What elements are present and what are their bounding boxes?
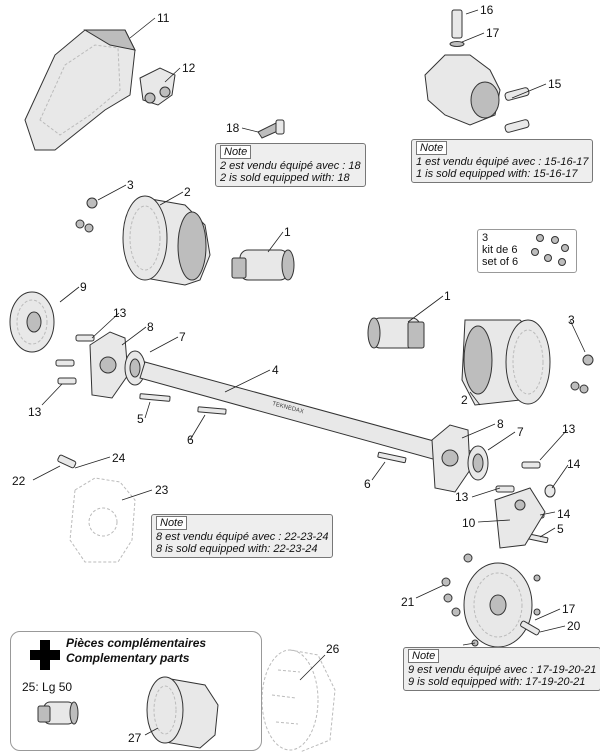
callout-11: 11 xyxy=(157,11,170,25)
part-rim-left xyxy=(122,195,211,286)
callout-6-right: 6 xyxy=(364,477,371,491)
part-bearing-holder-right xyxy=(431,424,489,493)
item-25-label: 25: Lg 50 xyxy=(22,680,73,694)
complementary-parts-box xyxy=(10,631,262,751)
part-nuts-right xyxy=(570,354,594,394)
callout-10: 10 xyxy=(462,516,476,530)
part-rim-right xyxy=(461,319,551,406)
callout-17-right: 17 xyxy=(562,602,576,616)
complementary-title-fr: Pièces complémentaires xyxy=(66,636,207,650)
part-hub-25 xyxy=(37,701,79,725)
callout-1-left: 1 xyxy=(284,225,291,239)
note-tag: Note xyxy=(416,141,448,155)
plus-icon xyxy=(30,640,60,670)
part-tyre-26 xyxy=(261,649,336,753)
part-kit-nuts xyxy=(531,234,569,266)
note-box-22: Note 8 est vendu équipé avec : 22-23-24 … xyxy=(151,514,334,558)
callout-12: 12 xyxy=(182,61,196,75)
callout-6-left: 6 xyxy=(187,433,194,447)
note-line-en: 8 is sold equipped with: 22-23-24 xyxy=(156,543,318,555)
callout-13-left-top: 13 xyxy=(113,306,127,320)
note-tag: Note xyxy=(408,649,440,663)
callout-7-left: 7 xyxy=(179,330,186,344)
leader-lines xyxy=(32,9,586,736)
complementary-title: Pièces complémentaires Complementary par… xyxy=(66,636,206,666)
note-box-18: Note 2 est vendu équipé avec : 18 2 is s… xyxy=(215,143,366,187)
kit-line-en: set of 6 xyxy=(482,256,519,268)
part-bearing-left xyxy=(124,350,146,386)
part-bracket xyxy=(139,67,176,106)
callout-2-left: 2 xyxy=(184,185,191,199)
callout-13-right-bottom: 13 xyxy=(455,490,469,504)
kit-line-fr: kit de 6 xyxy=(482,244,518,256)
callout-13-left-bottom: 13 xyxy=(28,405,42,419)
part-bolts-left xyxy=(55,334,95,385)
note-line-en: 1 is sold equipped with: 15-16-17 xyxy=(416,168,578,180)
callout-21: 21 xyxy=(401,595,415,609)
callout-5-right: 5 xyxy=(557,522,564,536)
callout-3-right: 3 xyxy=(568,313,575,327)
part-plate-23 xyxy=(69,477,136,563)
kit-number: 3 xyxy=(482,232,489,244)
callout-14-right-bottom: 14 xyxy=(557,507,571,521)
note-tag: Note xyxy=(220,145,252,159)
note-line-fr: 2 est vendu équipé avec : 18 xyxy=(220,160,361,172)
callout-23: 23 xyxy=(155,483,169,497)
note-line-en: 2 is sold equipped with: 18 xyxy=(220,172,350,184)
note-line-fr: 1 est vendu équipé avec : 15-16-17 xyxy=(416,156,589,168)
callout-9-left: 9 xyxy=(80,280,87,294)
part-hub-right xyxy=(367,317,425,349)
callout-27: 27 xyxy=(128,731,142,745)
part-chain-guard xyxy=(24,29,136,151)
callout-20: 20 xyxy=(567,619,581,633)
callout-24: 24 xyxy=(112,451,126,465)
part-sprocket-carrier-right xyxy=(441,553,541,648)
callout-26: 26 xyxy=(326,642,340,656)
complementary-title-en: Complementary parts xyxy=(66,651,190,665)
callout-1-right: 1 xyxy=(444,289,451,303)
callout-2-right: 2 xyxy=(461,393,468,407)
part-bolt-22 xyxy=(57,454,77,469)
part-hub-top xyxy=(424,9,530,133)
callout-13-right-top: 13 xyxy=(562,422,576,436)
note-box-9: Note 9 est vendu équipé avec : 17-19-20-… xyxy=(403,647,600,691)
callout-18: 18 xyxy=(226,121,240,135)
callout-8-right: 8 xyxy=(497,417,504,431)
callout-3-left: 3 xyxy=(127,178,134,192)
callout-numbers: 11 12 18 16 17 15 3 2 1 9 13 8 7 4 5 6 1… xyxy=(12,3,581,745)
part-rim-27 xyxy=(146,676,219,749)
callout-17-top: 17 xyxy=(486,26,500,40)
kit-box: 3 kit de 6 set of 6 xyxy=(477,229,577,273)
note-box-15: Note 1 est vendu équipé avec : 15-16-17 … xyxy=(411,139,594,183)
callout-8-left: 8 xyxy=(147,320,154,334)
callout-22: 22 xyxy=(12,474,26,488)
note-tag: Note xyxy=(156,516,188,530)
part-valve xyxy=(257,119,285,139)
callout-15: 15 xyxy=(548,77,562,91)
note-line-en: 9 is sold equipped with: 17-19-20-21 xyxy=(408,676,586,688)
callout-7-right: 7 xyxy=(517,425,524,439)
part-hub-left xyxy=(231,249,295,281)
note-line-fr: 8 est vendu équipé avec : 22-23-24 xyxy=(156,531,329,543)
note-line-fr: 9 est vendu équipé avec : 17-19-20-21 xyxy=(408,664,597,676)
callout-5-left: 5 xyxy=(137,412,144,426)
part-sprocket-carrier-left xyxy=(9,291,55,353)
callout-16: 16 xyxy=(480,3,494,17)
callout-14-right-top: 14 xyxy=(567,457,581,471)
part-bracket-right xyxy=(494,487,546,549)
part-bearing-holder-left xyxy=(89,331,129,399)
callout-4: 4 xyxy=(272,363,279,377)
part-nuts-left xyxy=(75,197,98,233)
